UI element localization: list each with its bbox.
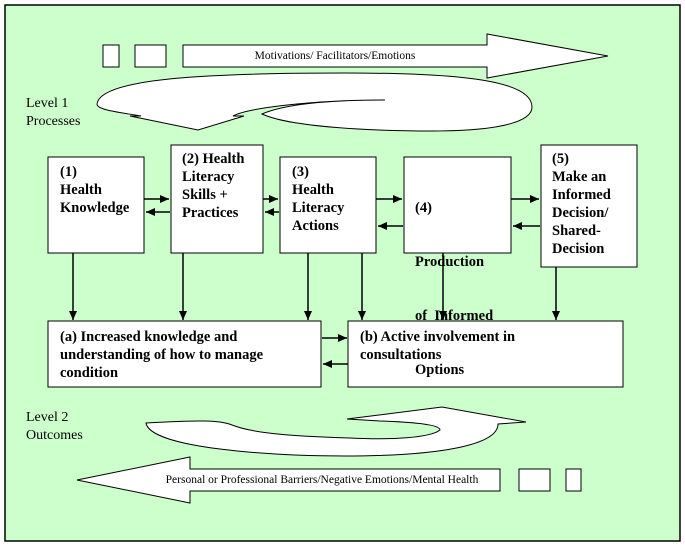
process-box-5-line: Decision [552,241,605,257]
process-box-3-line: Health [292,182,334,198]
process-box-3-line: Literacy [292,200,345,216]
outcome-box-b: (b) Active involvement in consultations [360,328,515,364]
process-box-5-line: Shared- [552,223,601,239]
outcome-box-a-line: condition [60,365,119,381]
motivations-block-arrow [182,33,609,79]
process-box-1-line: Health [60,182,102,198]
process-box-4-line: Production [415,254,485,270]
process-box-5: (5) Make an Informed Decision/ Shared- D… [552,150,611,258]
process-box-2-line: Literacy [182,169,235,185]
level1-label: Level 1 Processes [26,95,80,131]
outcome-box-b-line: consultations [360,347,442,363]
outcome-box-a: (a) Increased knowledge and understandin… [60,328,263,382]
level1-curved-arrow [96,72,533,132]
level2-label: Level 2 Outcomes [26,409,83,445]
process-box-1-line: Knowledge [60,200,130,216]
process-box-2-frame [170,144,264,254]
process-box-4-line: of Informed [415,308,494,324]
process-box-4-line: Options [415,362,465,378]
process-box-3-frame [279,156,377,254]
process-box-4: (4) Production of Informed Options [415,163,493,415]
small-square-3 [518,468,551,492]
process-box-5-frame [540,144,638,268]
outcome-box-b-line: (b) Active involvement in [360,329,516,345]
small-square-1 [102,44,120,68]
process-box-5-line: Informed [552,187,611,203]
level1-line1: Level 1 [26,96,69,111]
process-box-4-line: (4) [415,200,432,216]
process-box-3-line: (3) [292,164,309,180]
process-box-2-line: Skills + [182,187,228,203]
level2-line1: Level 2 [26,410,69,425]
barriers-block-arrow [76,456,501,504]
process-box-1-line: (1) [60,164,77,180]
barriers-label: Personal or Professional Barriers/Negati… [165,474,479,486]
process-box-1-frame [47,156,145,254]
process-box-5-line: Make an [552,169,607,185]
process-box-2: (2) Health Literacy Skills + Practices [182,150,244,222]
process-box-5-line: Decision/ [552,205,609,221]
level2-line2: Outcomes [26,428,83,443]
outcome-box-a-frame [47,320,322,388]
level2-curved-arrow [145,406,527,457]
small-square-2 [134,44,167,68]
process-box-2-line: Practices [182,205,239,221]
process-box-2-line: (2) Health [182,151,245,167]
process-connectors [69,195,560,368]
outcome-box-b-frame [347,320,624,388]
motivations-label: Motivations/ Facilitators/Emotions [254,50,416,62]
level1-line2: Processes [26,114,81,129]
process-box-4-frame [403,156,512,254]
outcome-box-a-line: understanding of how to manage [60,347,264,363]
process-box-5-line: (5) [552,151,569,167]
outcome-box-a-line: (a) Increased knowledge and [60,329,238,345]
small-square-4 [565,468,582,492]
process-box-3: (3) Health Literacy Actions [292,163,344,235]
process-box-1: (1) Health Knowledge [60,163,129,217]
process-box-3-line: Actions [292,218,339,234]
